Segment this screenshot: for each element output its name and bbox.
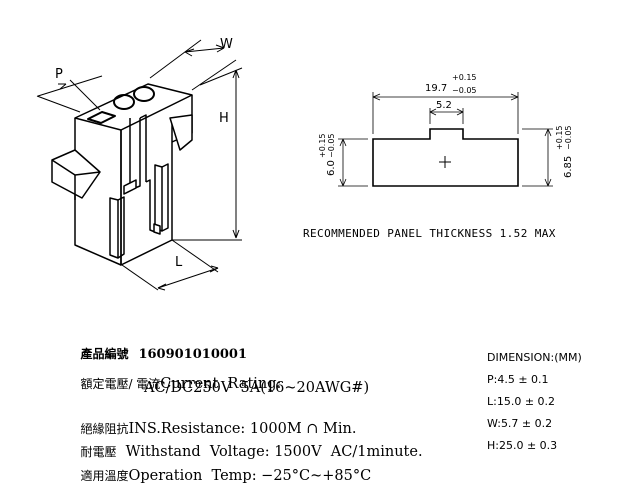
cutout-height-right-tol-minus: −0.05 (564, 125, 573, 150)
p-dimension (36, 75, 103, 113)
dimension-w: W:5.7 ± 0.2 (487, 417, 553, 430)
part-number: 160901010001 (138, 347, 247, 362)
dimension-header: DIMENSION:(MM) (487, 351, 582, 364)
insulation-text: INS.Resistance: 1000M ∩ Min. (128, 421, 357, 437)
part-number-label: 產品編號 (80, 347, 129, 361)
p-label: P (55, 67, 63, 82)
dimension-l: L:15.0 ± 0.2 (487, 395, 556, 408)
cutout-height-left: 6.0 (326, 160, 337, 176)
withstand-text: Withstand Voltage: 1500V AC/1minute. (125, 444, 423, 460)
connector-drawing: W P H L (36, 37, 574, 291)
temperature-text: Operation Temp: −25°C~+85°C (128, 468, 372, 484)
w-dimension (149, 39, 237, 91)
current-rating-text: Current Rating: (160, 376, 282, 392)
current-rating-label: 額定電壓/ 電流 (80, 377, 161, 391)
cutout-width: 19.7 (425, 83, 447, 94)
cutout-notch: 5.2 (436, 100, 452, 111)
dimension-table: DIMENSION:(MM) P:4.5 ± 0.1 L:15.0 ± 0.2 … (487, 351, 582, 461)
insulation-row: 絕緣阻抗INS.Resistance: 1000M ∩ Min. (62, 402, 356, 456)
cutout-height-left-tol-plus: +0.15 (318, 133, 327, 158)
temperature-label: 適用溫度 (80, 469, 129, 483)
current-rating-value: AC/DC250V 5A(16~20AWG#) (144, 380, 370, 396)
dimension-p: P:4.5 ± 0.1 (487, 373, 549, 386)
insulation-label: 絕緣阻抗 (80, 422, 129, 436)
connector-isometric-view (51, 83, 193, 266)
temperature-row: 適用溫度Operation Temp: −25°C~+85°C (62, 449, 371, 503)
w-label: W (220, 37, 233, 52)
cutout-width-tol-plus: +0.15 (452, 73, 477, 82)
dimension-h: H:25.0 ± 0.3 (487, 439, 558, 452)
withstand-label: 耐電壓 (80, 445, 117, 459)
l-dimension (121, 239, 219, 291)
withstand-row: 耐電壓 Withstand Voltage: 1500V AC/1minute. (62, 425, 423, 479)
current-rating-row: 額定電壓/ 電流Current Rating: (62, 357, 281, 411)
cutout-height-right: 6.85 (563, 156, 574, 178)
panel-thickness-note: RECOMMENDED PANEL THICKNESS 1.52 MAX (303, 227, 556, 240)
part-number-row: 產品編號 160901010001 (62, 327, 247, 382)
h-dimension (172, 67, 243, 241)
cutout-height-left-tol-minus: −0.05 (327, 133, 336, 158)
cutout-width-tol-minus: −0.05 (452, 86, 477, 95)
cutout-height-right-tol-plus: +0.15 (555, 125, 564, 150)
l-label: L (175, 255, 183, 270)
h-label: H (219, 111, 229, 126)
panel-cutout (338, 92, 553, 187)
